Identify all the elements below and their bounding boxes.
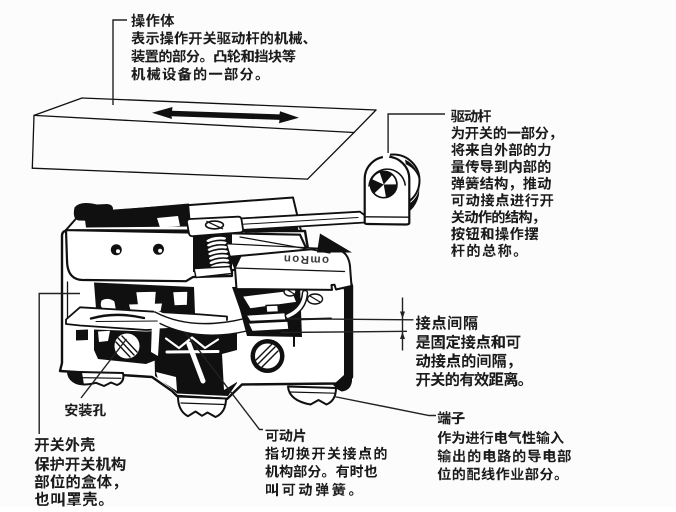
svg-text:omRon: omRon xyxy=(282,252,329,266)
